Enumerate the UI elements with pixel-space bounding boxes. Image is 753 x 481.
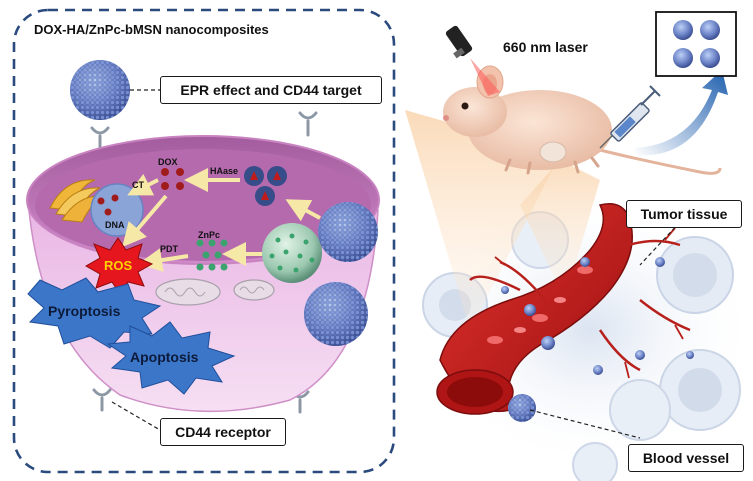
mouse-illustration bbox=[443, 65, 722, 175]
tumor-leader-line bbox=[639, 221, 681, 266]
mitochondria bbox=[155, 278, 275, 306]
tumor-tissue-label-box: Tumor tissue bbox=[626, 200, 742, 228]
dox-molecules bbox=[161, 168, 184, 190]
znpc-loaded-nanoparticle bbox=[262, 223, 322, 283]
panel-title: DOX-HA/ZnPc-bMSN nanocomposites bbox=[34, 22, 269, 37]
nanoparticle-right bbox=[318, 202, 378, 262]
laser-pointer bbox=[445, 25, 500, 96]
nanoparticle-sample-box bbox=[655, 11, 737, 77]
nanoparticle-top bbox=[70, 60, 130, 120]
light-beam-2 bbox=[520, 160, 600, 300]
haase-label: HAase bbox=[210, 166, 238, 176]
dna-dox-dots bbox=[97, 194, 119, 216]
apoptosis-label: Apoptosis bbox=[130, 349, 199, 365]
blood-vessel-label-box: Blood vessel bbox=[628, 444, 744, 472]
ct-label: CT bbox=[132, 180, 144, 190]
haase-degraded-nanoparticles bbox=[244, 166, 287, 206]
curved-arrow-icon bbox=[635, 70, 728, 156]
nanocomposite-panel-border bbox=[12, 8, 396, 474]
vessel-leader-line bbox=[529, 409, 641, 439]
syringe-icon bbox=[599, 85, 661, 149]
pyroptosis-label: Pyroptosis bbox=[48, 303, 121, 319]
cd44-receptors bbox=[90, 111, 318, 414]
dox-label: DOX bbox=[158, 157, 178, 167]
ros-label: ROS bbox=[104, 258, 133, 273]
nanoparticle-lower bbox=[304, 282, 368, 346]
pathway-arrows bbox=[122, 168, 321, 272]
laser-label: 660 nm laser bbox=[503, 39, 588, 55]
epr-label-box: EPR effect and CD44 target bbox=[160, 76, 382, 104]
znpc-label: ZnPc bbox=[198, 230, 220, 240]
dna-label: DNA bbox=[105, 220, 125, 230]
cd44-leader-line bbox=[111, 401, 161, 431]
cd44-label-box: CD44 receptor bbox=[160, 418, 286, 446]
blood-vessel bbox=[436, 203, 694, 422]
apoptosis-burst-icon bbox=[106, 321, 236, 395]
pdt-label: PDT bbox=[160, 244, 179, 254]
